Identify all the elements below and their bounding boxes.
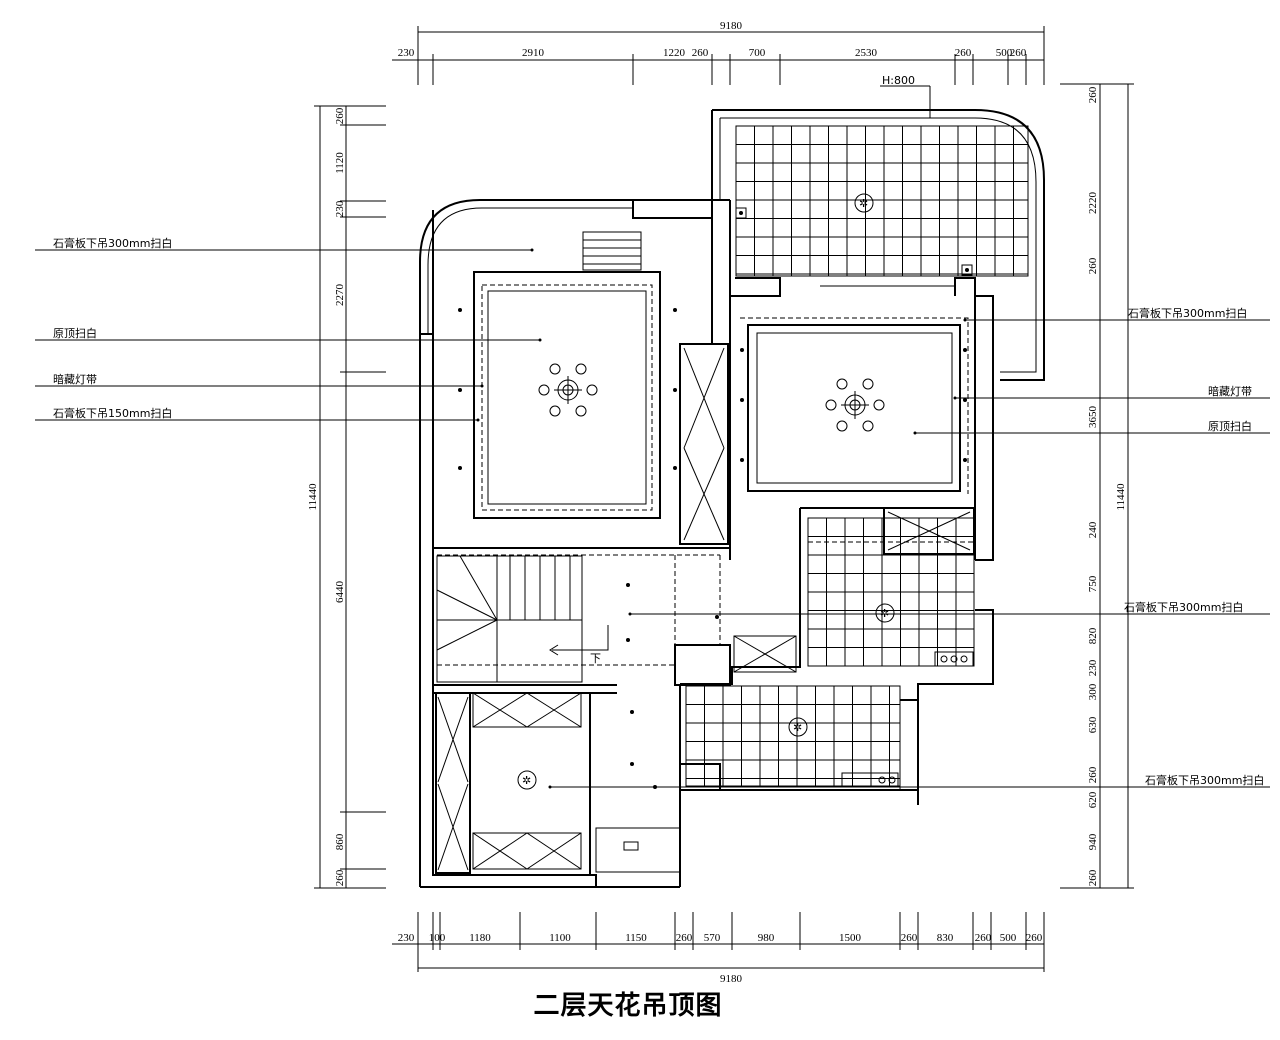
top-dim-label: 260 [692, 47, 709, 59]
wardrobe-cabinets [435, 343, 975, 874]
top-dimension-chain: 9180 230 2910 1220 260 700 2530 260 500 … [392, 20, 1045, 85]
right-dim-label: 240 [1087, 521, 1099, 538]
door-fixture [595, 827, 681, 873]
svg-text:✲: ✲ [859, 197, 868, 210]
top-dim-label: 2530 [855, 47, 878, 59]
bottom-dim-label: 500 [1000, 932, 1017, 944]
right-note: 石膏板下吊300mm扫白 [1145, 773, 1264, 787]
left-dim-label: 2270 [334, 284, 346, 307]
balcony-tile-grid [735, 125, 1029, 277]
bottom-dim-label: 260 [1026, 932, 1043, 944]
bottom-dim-label: 980 [758, 932, 775, 944]
right-note: 石膏板下吊300mm扫白 [1124, 600, 1243, 614]
right-dim-label: 260 [1087, 86, 1099, 103]
right-note: 原顶扫白 [1208, 419, 1252, 433]
exterior-walls [419, 109, 1045, 888]
svg-text:✲: ✲ [793, 721, 802, 734]
right-dim-label: 940 [1087, 833, 1099, 850]
left-dim-label: 260 [334, 869, 346, 886]
top-dim-label: 260 [1010, 47, 1027, 59]
left-dim-label: 6440 [334, 581, 346, 604]
left-note: 暗藏灯带 [53, 372, 97, 386]
left-total-dim: 11440 [307, 483, 319, 511]
bottom-dim-label: 230 [398, 932, 415, 944]
right-ceiling-panel [740, 317, 969, 494]
exhaust-fan-icon: ✲ [788, 717, 808, 737]
bottom-dim-label: 260 [901, 932, 918, 944]
left-dim-label: 230 [334, 200, 346, 217]
kitchen-grid-lines [808, 518, 974, 666]
left-note: 石膏板下吊300mm扫白 [53, 236, 172, 250]
height-mark: H:800 [880, 74, 931, 118]
svg-text:✲: ✲ [522, 774, 531, 787]
bottom-dim-label: 100 [429, 932, 446, 944]
top-dim-label: 1220 [663, 47, 686, 59]
right-dim-label: 260 [1087, 869, 1099, 886]
height-mark-label: H:800 [882, 74, 915, 87]
bottom-dim-label: 1150 [625, 932, 647, 944]
right-note: 暗藏灯带 [1208, 384, 1252, 398]
bath-grid-lines [686, 686, 900, 786]
bath-tile-grid [685, 685, 901, 787]
right-dim-label: 620 [1087, 791, 1099, 808]
top-total-dim: 9180 [720, 20, 743, 32]
stair-down-label: 下 [590, 652, 601, 665]
left-dimension-chain: 11440 260 1120 230 2270 6440 860 260 [307, 105, 386, 889]
left-dim-label: 260 [334, 107, 346, 124]
left-annotations: 石膏板下吊300mm扫白 原顶扫白 暗藏灯带 石膏板下吊150mm扫白 [35, 236, 542, 422]
top-dim-label: 700 [749, 47, 766, 59]
bottom-dim-label: 830 [937, 932, 954, 944]
top-dim-label: 230 [398, 47, 415, 59]
right-dim-label: 260 [1087, 766, 1099, 783]
bottom-total-dim: 9180 [720, 973, 743, 985]
right-total-dim: 11440 [1115, 483, 1127, 511]
staircase: 下 [436, 231, 642, 683]
bottom-dim-label: 1180 [469, 932, 491, 944]
top-dim-label: 260 [955, 47, 972, 59]
left-dim-label: 860 [334, 833, 346, 850]
right-dim-label: 300 [1087, 683, 1099, 700]
exhaust-fan-icon: ✲ [517, 770, 537, 790]
top-dim-label: 500 [996, 47, 1013, 59]
drawing-title: 二层天花吊顶图 [533, 991, 722, 1021]
right-dim-label: 820 [1087, 627, 1099, 644]
left-note: 石膏板下吊150mm扫白 [53, 406, 172, 420]
exhaust-fan-icon: ✲ [875, 603, 895, 623]
exhaust-fan-icon: ✲ [854, 193, 874, 213]
right-note: 石膏板下吊300mm扫白 [1128, 306, 1247, 320]
stove-icon [841, 651, 974, 788]
right-dim-label: 230 [1087, 659, 1099, 676]
bottom-dim-label: 570 [704, 932, 721, 944]
left-note: 原顶扫白 [53, 326, 97, 340]
left-ceiling-panel [473, 271, 661, 519]
right-annotations: 石膏板下吊300mm扫白 暗藏灯带 原顶扫白 石膏板下吊300mm扫白 石膏板下… [548, 306, 1270, 789]
right-dimension-chain: 11440 260 2220 260 3650 240 750 820 230 … [1060, 83, 1134, 889]
top-dim-label: 2910 [522, 47, 545, 59]
bottom-dim-label: 1100 [549, 932, 571, 944]
right-dim-label: 630 [1087, 716, 1099, 733]
balcony-grid-lines [736, 126, 1028, 276]
dashed-guide-lines [437, 541, 975, 666]
right-dim-label: 750 [1087, 575, 1099, 592]
bottom-dimension-chain: 9180 230 100 1180 1100 1150 260 570 980 … [392, 912, 1045, 985]
left-chandelier-icon [538, 363, 598, 417]
bottom-dim-label: 260 [676, 932, 693, 944]
right-dim-label: 2220 [1087, 192, 1099, 215]
right-dim-label: 260 [1087, 257, 1099, 274]
right-chandelier-icon [825, 378, 885, 432]
downlights [458, 308, 967, 789]
bottom-dim-label: 1500 [839, 932, 862, 944]
right-dim-label: 3650 [1087, 406, 1099, 429]
left-dim-label: 1120 [334, 152, 346, 174]
bottom-dim-label: 260 [975, 932, 992, 944]
balcony-fixtures [735, 207, 973, 276]
